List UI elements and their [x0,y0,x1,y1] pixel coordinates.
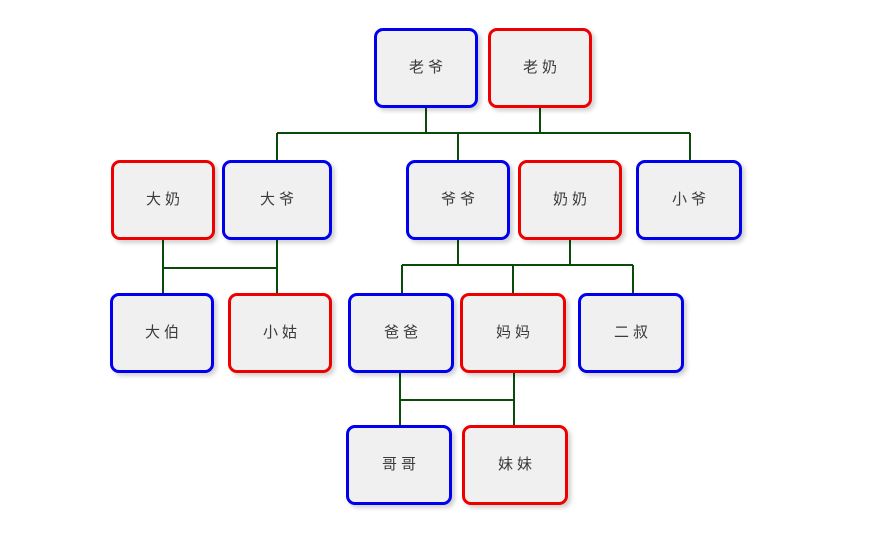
person-label: 妹妹 [497,456,536,473]
person-node-xiaogu[interactable]: 小姑 [228,293,332,373]
person-label: 妈妈 [495,324,534,341]
person-label: 奶奶 [552,191,591,208]
person-node-dabo[interactable]: 大伯 [110,293,214,373]
person-node-laoye[interactable]: 老爷 [374,28,478,108]
person-label: 大爷 [259,191,298,208]
person-label: 大伯 [144,324,183,341]
person-label: 大奶 [145,191,184,208]
person-label: 小爷 [671,191,710,208]
person-label: 爷爷 [440,191,479,208]
person-label: 哥哥 [381,456,420,473]
person-node-yeye[interactable]: 爷爷 [406,160,510,240]
person-node-laonai[interactable]: 老奶 [488,28,592,108]
person-node-ershu[interactable]: 二叔 [578,293,684,373]
person-label: 二叔 [613,324,652,341]
person-node-danai[interactable]: 大奶 [111,160,215,240]
person-node-gege[interactable]: 哥哥 [346,425,452,505]
person-node-meimei[interactable]: 妹妹 [462,425,568,505]
person-label: 老奶 [522,59,561,76]
person-node-nainai[interactable]: 奶奶 [518,160,622,240]
person-node-mama[interactable]: 妈妈 [460,293,566,373]
person-node-baba[interactable]: 爸爸 [348,293,454,373]
person-label: 小姑 [262,324,301,341]
person-label: 老爷 [408,59,447,76]
person-node-daye[interactable]: 大爷 [222,160,332,240]
person-label: 爸爸 [383,324,422,341]
person-node-xiaoye[interactable]: 小爷 [636,160,742,240]
